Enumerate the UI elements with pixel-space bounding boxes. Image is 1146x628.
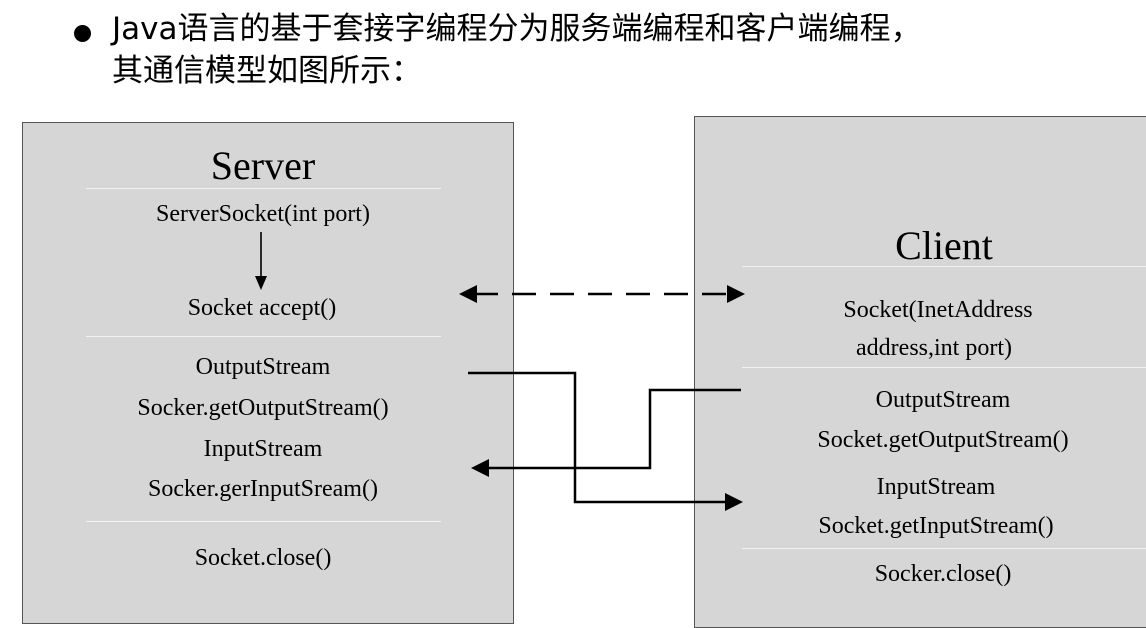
client-input-stream-call: Socket.getInputStream() bbox=[818, 513, 1054, 539]
server-separator-3 bbox=[86, 521, 441, 522]
client-panel bbox=[694, 116, 1146, 628]
client-socket-constructor-line-2: address,int port) bbox=[856, 335, 1012, 361]
server-input-stream-type: InputStream bbox=[203, 436, 323, 462]
server-title: Server bbox=[210, 143, 316, 188]
client-separator-3 bbox=[742, 548, 1146, 549]
server-input-stream-call: Socker.gerInputSream() bbox=[148, 476, 378, 502]
client-socket-constructor-line-1: Socket(InetAddress bbox=[843, 297, 1033, 323]
client-title: Client bbox=[895, 223, 993, 268]
heading-line-2: 其通信模型如图所示： bbox=[112, 53, 422, 89]
client-separator-2 bbox=[742, 367, 1146, 368]
heading-line-1: Java语言的基于套接字编程分为服务端编程和客户端编程， bbox=[112, 11, 922, 47]
client-input-stream-type: InputStream bbox=[876, 474, 996, 500]
client-separator-1 bbox=[742, 266, 1146, 267]
server-accept-call: Socket accept() bbox=[187, 295, 337, 321]
client-close-call: Socker.close() bbox=[874, 561, 1012, 587]
server-output-stream-call: Socker.getOutputStream() bbox=[137, 395, 389, 421]
client-output-stream-type: OutputStream bbox=[875, 387, 1011, 413]
bullet-dot-icon bbox=[74, 25, 91, 42]
client-output-stream-call: Socket.getOutputStream() bbox=[817, 427, 1069, 453]
server-separator-1 bbox=[86, 188, 441, 189]
server-output-stream-type: OutputStream bbox=[195, 354, 331, 380]
server-socket-constructor: ServerSocket(int port) bbox=[156, 201, 370, 227]
server-close-call: Socket.close() bbox=[194, 545, 332, 571]
server-separator-2 bbox=[86, 336, 441, 337]
